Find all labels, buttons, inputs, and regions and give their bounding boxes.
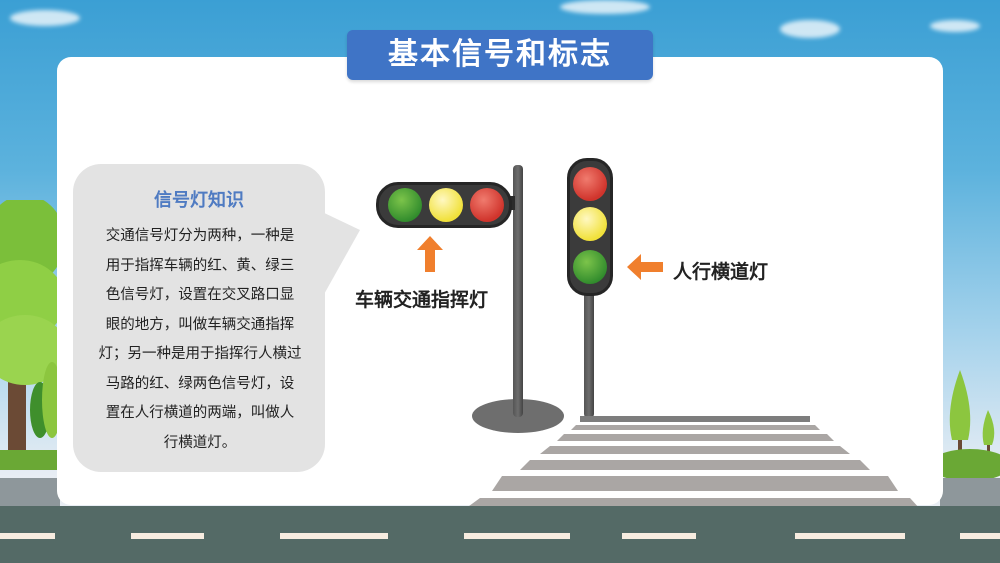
lane-marking	[280, 533, 388, 539]
slide-title: 基本信号和标志	[347, 30, 653, 80]
bubble-line: 眼的地方，叫做车辆交通指挥	[105, 316, 295, 333]
tree-left-decoration	[0, 200, 60, 470]
tree-right-decoration	[940, 370, 1000, 480]
arrow-left-icon	[627, 254, 663, 280]
cloud	[780, 20, 840, 38]
sidewalk-left	[0, 478, 60, 506]
lane-marking	[0, 533, 55, 539]
cloud	[560, 0, 650, 14]
arrow-up-icon	[417, 236, 443, 272]
pedestrian-light-label: 人行横道灯	[673, 261, 769, 283]
bubble-line: 色信号灯，设置在交叉路口显	[105, 287, 295, 303]
bubble-line: 置在人行横道的两端，叫做人	[105, 405, 295, 421]
sidewalk-right	[940, 478, 1000, 506]
yellow-lamp	[429, 188, 463, 222]
bubble-heading: 信号灯知识	[154, 190, 244, 211]
lane-marking	[464, 533, 570, 539]
green-lamp	[388, 188, 422, 222]
lane-marking	[131, 533, 204, 539]
info-bubble	[73, 164, 325, 472]
vehicle-light-pole	[513, 165, 523, 417]
pedestrian-light-pole	[584, 290, 594, 418]
bubble-tail	[318, 210, 360, 305]
bubble-line: 灯；另一种是用于指挥行人横过	[98, 346, 302, 362]
red-lamp	[573, 167, 607, 201]
bubble-body: 交通信号灯分为两种，一种是 用于指挥车辆的红、黄、绿三 色信号灯，设置在交叉路口…	[86, 222, 314, 458]
vehicle-traffic-light	[376, 182, 512, 228]
bubble-line: 行横道灯。	[163, 434, 237, 451]
cloud	[10, 10, 80, 26]
bubble-line: 马路的红、绿两色信号灯，设	[105, 375, 295, 392]
yellow-lamp	[573, 207, 607, 241]
lane-marking	[622, 533, 696, 539]
crosswalk	[465, 416, 920, 509]
pedestrian-traffic-light	[567, 158, 613, 296]
bubble-line: 交通信号灯分为两种，一种是	[105, 228, 295, 244]
red-lamp	[470, 188, 504, 222]
cloud	[930, 20, 980, 32]
green-lamp	[573, 250, 607, 284]
lane-marking	[795, 533, 905, 539]
bubble-line: 用于指挥车辆的红、黄、绿三	[105, 257, 295, 274]
lane-marking	[960, 533, 1000, 539]
vehicle-light-label: 车辆交通指挥灯	[355, 289, 489, 311]
